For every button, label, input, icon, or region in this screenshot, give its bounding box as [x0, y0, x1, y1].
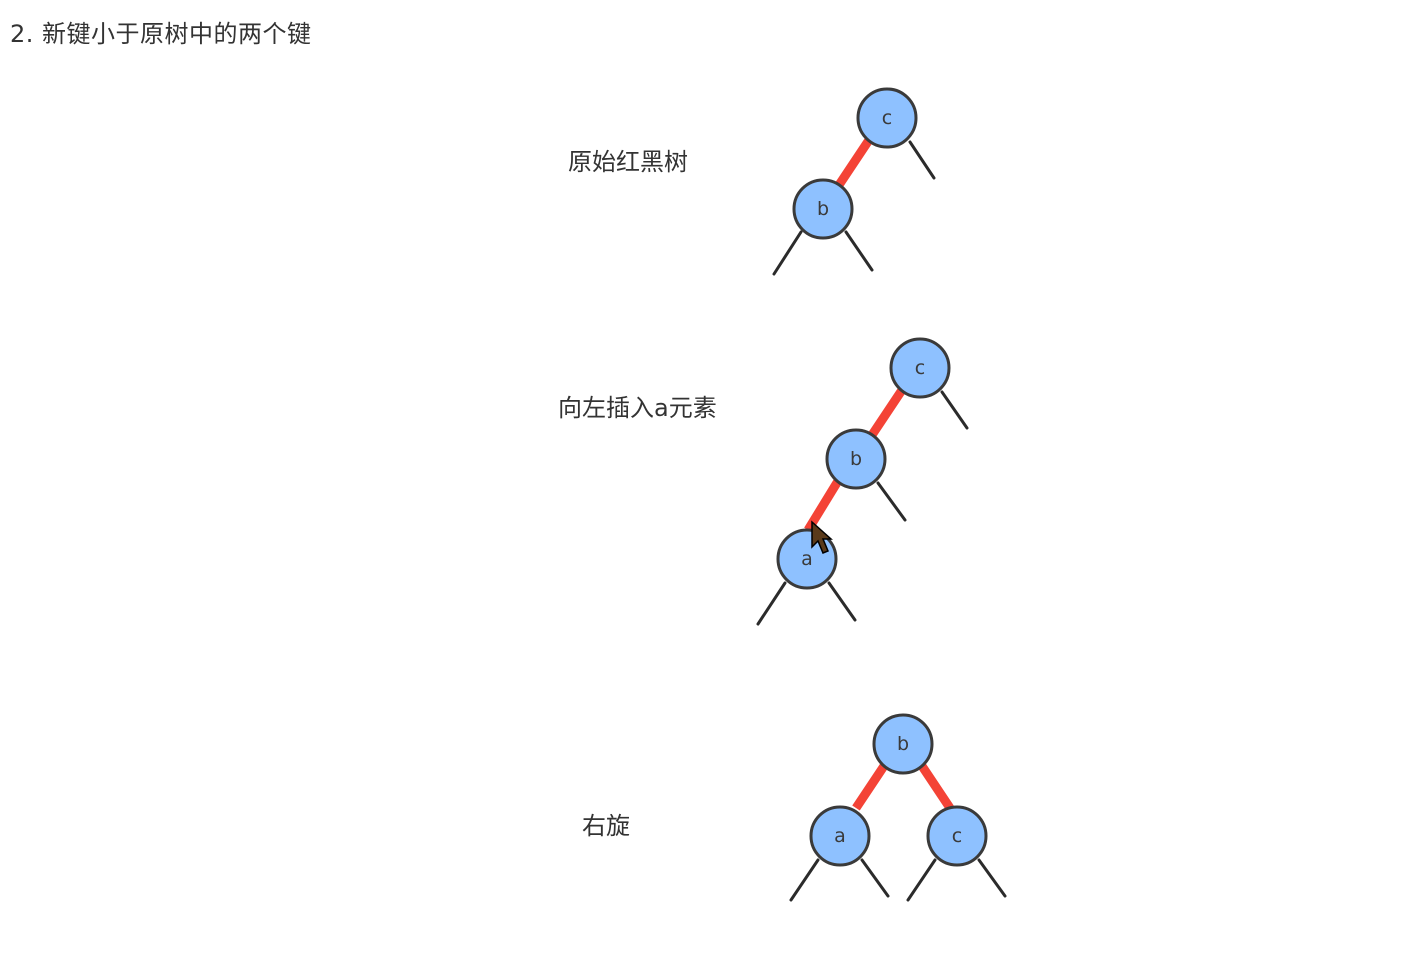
edge-a-right-black	[860, 858, 890, 898]
edge-a-left-black	[789, 858, 820, 902]
edge-b-right-black	[844, 230, 874, 272]
edge-a-right-black	[827, 581, 857, 622]
section-heading: 2. 新键小于原树中的两个键	[10, 20, 312, 48]
edge-a-left-black	[756, 581, 787, 626]
edge-c-b-red	[868, 387, 906, 438]
node-label: a	[834, 825, 846, 847]
step-label-insert-left: 向左插入a元素	[558, 394, 717, 422]
tree-after-insert: c b a	[756, 337, 969, 626]
node-c: c	[889, 337, 951, 399]
node-label: c	[882, 107, 892, 129]
node-label: c	[915, 357, 925, 379]
edge-c-b-red	[835, 137, 873, 188]
step-label-original-tree: 原始红黑树	[568, 148, 688, 176]
node-b: b	[792, 178, 854, 240]
edge-b-left-black	[772, 230, 803, 276]
edge-b-a-red	[852, 763, 888, 811]
node-b: b	[825, 428, 887, 490]
tree-after-rotation: b a c	[789, 713, 1007, 902]
node-c: c	[856, 87, 918, 149]
mouse-cursor-icon	[811, 520, 833, 554]
node-c: c	[926, 805, 988, 867]
edge-c-right-black	[977, 858, 1007, 898]
node-label: c	[952, 825, 962, 847]
node-label: b	[897, 733, 909, 755]
node-label: b	[850, 448, 862, 470]
edge-c-right-black	[908, 140, 936, 180]
node-a: a	[809, 805, 871, 867]
edge-c-left-black	[906, 858, 937, 902]
edge-c-right-black	[940, 390, 969, 430]
step-label-right-rotate: 右旋	[582, 812, 630, 840]
edge-b-c-red	[918, 763, 954, 811]
edge-b-right-black	[876, 481, 907, 522]
node-label: b	[817, 198, 829, 220]
edge-b-a-red	[804, 478, 842, 533]
node-b: b	[872, 713, 934, 775]
tree-original: c b	[772, 87, 936, 276]
node-label: a	[801, 548, 813, 570]
